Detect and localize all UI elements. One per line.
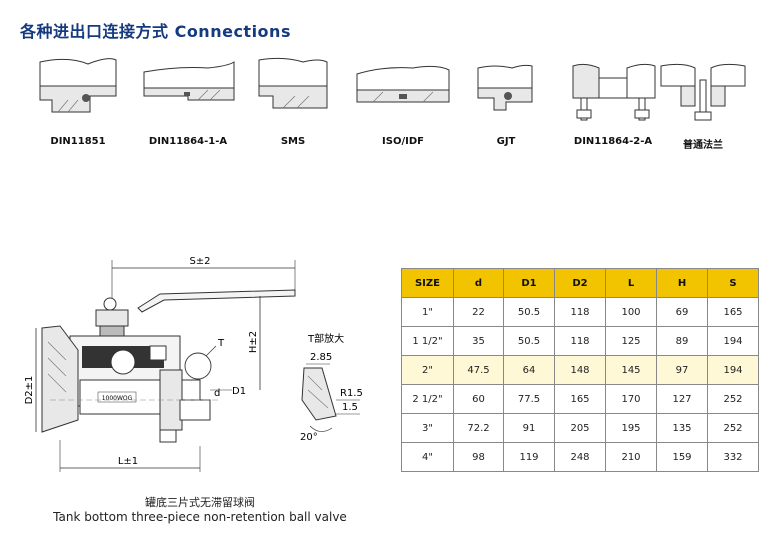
table-cell: 35 bbox=[453, 326, 504, 356]
caption-english: Tank bottom three-piece non-retention ba… bbox=[53, 510, 347, 524]
table-cell: 165 bbox=[554, 384, 606, 414]
header-l: L bbox=[605, 268, 657, 298]
table-cell: 127 bbox=[656, 384, 708, 414]
din11864-2-a-drawing bbox=[572, 63, 656, 121]
detail-title-label: T部放大 bbox=[307, 332, 344, 345]
connection-iso-idf: ISO/IDF bbox=[353, 52, 453, 162]
dim-l-label: L±1 bbox=[118, 456, 138, 467]
gjt-drawing bbox=[477, 64, 533, 111]
header-h: H bbox=[656, 268, 708, 298]
table-cell: 91 bbox=[503, 413, 555, 443]
sms-drawing bbox=[258, 57, 328, 109]
table-cell: 165 bbox=[707, 297, 759, 327]
connection-label: DIN11851 bbox=[50, 136, 106, 147]
table-row: 1" 22 50.5 118 100 69 165 bbox=[401, 297, 759, 327]
connections-row: DIN11851 DIN11864-1-A SMS ISO/IDF bbox=[28, 52, 748, 162]
connection-label: GJT bbox=[496, 136, 516, 147]
connection-din11864-2-a: DIN11864-2-A bbox=[563, 52, 663, 162]
table-row: 3" 72.2 91 205 195 135 252 bbox=[401, 413, 759, 443]
table-cell: 159 bbox=[656, 442, 708, 472]
table-cell: 50.5 bbox=[503, 326, 555, 356]
table-cell: 2 1/2" bbox=[401, 384, 454, 414]
valve-drawing-svg: S±2 1000WOG T H±2 D1 d bbox=[24, 256, 363, 472]
dim-d2-label: D2±1 bbox=[24, 376, 35, 405]
detail-angle-label: 20° bbox=[300, 432, 318, 443]
table-cell: 50.5 bbox=[503, 297, 555, 327]
table-cell: 64 bbox=[503, 355, 555, 385]
table-cell: 72.2 bbox=[453, 413, 504, 443]
table-cell: 3" bbox=[401, 413, 454, 443]
flange-drawing bbox=[660, 63, 746, 121]
din11864-1-a-drawing bbox=[143, 61, 235, 101]
caption-chinese: 罐底三片式无滞留球阀 bbox=[145, 496, 255, 509]
table-cell: 194 bbox=[707, 326, 759, 356]
dim-s-label: S±2 bbox=[189, 256, 210, 267]
table-header-row: SIZE d D1 D2 L H S bbox=[401, 268, 759, 298]
connection-label: ISO/IDF bbox=[382, 136, 424, 147]
connection-label: DIN11864-2-A bbox=[573, 136, 653, 147]
detail-285-label: 2.85 bbox=[310, 352, 332, 363]
connection-label: DIN11864-1-A bbox=[148, 136, 228, 147]
connection-label: 普通法兰 bbox=[683, 140, 723, 151]
dim-d-label: d bbox=[214, 388, 220, 399]
iso-idf-drawing bbox=[356, 65, 450, 103]
table-cell: 1" bbox=[401, 297, 454, 327]
table-cell: 195 bbox=[605, 413, 657, 443]
connection-din11851: DIN11851 bbox=[28, 52, 128, 162]
valve-drawing: S±2 1000WOG T H±2 D1 d bbox=[20, 250, 390, 490]
connection-gjt: GJT bbox=[456, 52, 556, 162]
connection-sms: SMS bbox=[243, 52, 343, 162]
dimensions-table: SIZE d D1 D2 L H S 1" 22 50.5 118 100 69… bbox=[401, 268, 759, 472]
table-row: 1 1/2" 35 50.5 118 125 89 194 bbox=[401, 326, 759, 356]
table-cell: 248 bbox=[554, 442, 606, 472]
table-cell: 4" bbox=[401, 442, 454, 472]
table-cell: 194 bbox=[707, 355, 759, 385]
table-cell: 69 bbox=[656, 297, 708, 327]
header-d: d bbox=[453, 268, 504, 298]
table-cell: 170 bbox=[605, 384, 657, 414]
detail-r15-label: R1.5 bbox=[340, 388, 363, 399]
table-cell: 2" bbox=[401, 355, 454, 385]
table-cell: 145 bbox=[605, 355, 657, 385]
table-cell: 98 bbox=[453, 442, 504, 472]
table-cell: 100 bbox=[605, 297, 657, 327]
table-cell: 210 bbox=[605, 442, 657, 472]
detail-15-label: 1.5 bbox=[342, 402, 358, 413]
dim-h-label: H±2 bbox=[248, 331, 259, 353]
table-cell: 97 bbox=[656, 355, 708, 385]
callout-t-label: T bbox=[217, 338, 225, 349]
stamp-label: 1000WOG bbox=[102, 395, 133, 402]
header-s: S bbox=[707, 268, 759, 298]
table-cell: 125 bbox=[605, 326, 657, 356]
table-cell: 332 bbox=[707, 442, 759, 472]
table-cell: 252 bbox=[707, 384, 759, 414]
connection-din11864-1-a: DIN11864-1-A bbox=[138, 52, 238, 162]
connection-label: SMS bbox=[280, 136, 306, 147]
table-cell: 89 bbox=[656, 326, 708, 356]
table-cell: 118 bbox=[554, 326, 606, 356]
page-title: 各种进出口连接方式 Connections bbox=[20, 22, 291, 41]
header-d1: D1 bbox=[503, 268, 555, 298]
table-cell: 60 bbox=[453, 384, 504, 414]
table-cell: 118 bbox=[554, 297, 606, 327]
dim-d1-label: D1 bbox=[232, 386, 246, 397]
table-cell: 148 bbox=[554, 355, 606, 385]
table-cell: 135 bbox=[656, 413, 708, 443]
din11851-drawing bbox=[39, 58, 117, 113]
header-d2: D2 bbox=[554, 268, 606, 298]
connection-flange: 普通法兰 bbox=[653, 52, 753, 162]
table-cell: 47.5 bbox=[453, 355, 504, 385]
table-cell: 1 1/2" bbox=[401, 326, 454, 356]
table-cell: 252 bbox=[707, 413, 759, 443]
header-size: SIZE bbox=[401, 268, 454, 298]
table-cell: 77.5 bbox=[503, 384, 555, 414]
table-row: 2 1/2" 60 77.5 165 170 127 252 bbox=[401, 384, 759, 414]
table-cell: 22 bbox=[453, 297, 504, 327]
table-row: 2" 47.5 64 148 145 97 194 bbox=[401, 355, 759, 385]
table-row: 4" 98 119 248 210 159 332 bbox=[401, 442, 759, 472]
table-cell: 205 bbox=[554, 413, 606, 443]
table-cell: 119 bbox=[503, 442, 555, 472]
